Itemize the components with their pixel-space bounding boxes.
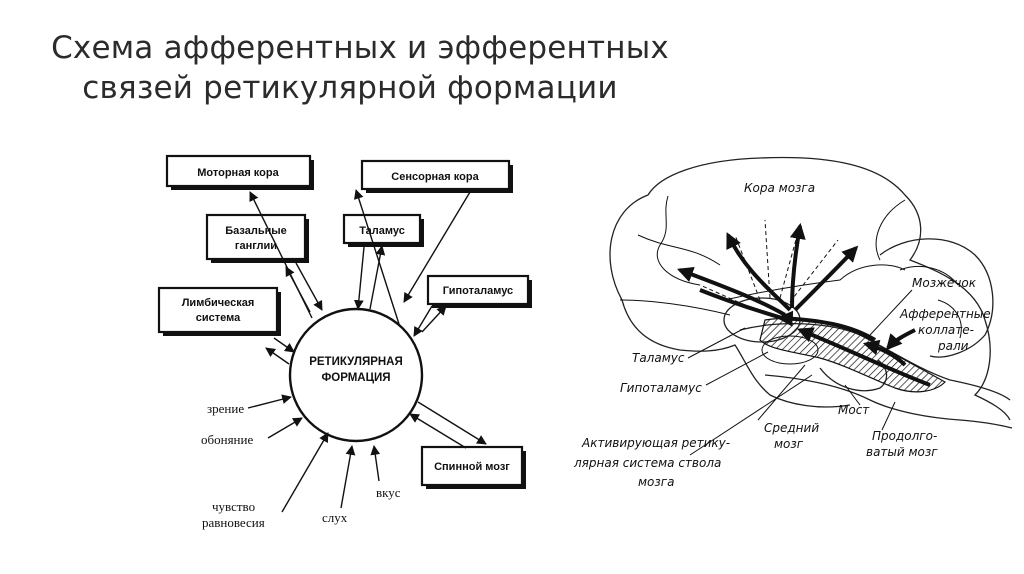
sense-vision-label: зрение bbox=[207, 401, 244, 416]
sulcus-2 bbox=[637, 234, 721, 266]
leader-lines bbox=[687, 289, 913, 456]
ascending-arrows bbox=[677, 222, 931, 387]
sense-smell-label: обоняние bbox=[201, 432, 253, 447]
reticular-formation-label-2: ФОРМАЦИЯ bbox=[321, 372, 390, 384]
pons-label: Мост bbox=[838, 403, 870, 417]
box-sensory-cortex: Сенсорная кора bbox=[360, 159, 513, 193]
cerebellum-label: Мозжечок bbox=[912, 276, 977, 290]
brain-diagram: Кора мозга Мозжечок Афферентные коллате-… bbox=[573, 156, 1013, 489]
page-title-line1: Схема афферентных и эфферентных bbox=[51, 30, 669, 66]
cerebrum-outline bbox=[609, 156, 1011, 421]
cortex-label: Кора мозга bbox=[744, 181, 815, 195]
midbrain-label-1: Средний bbox=[764, 421, 819, 435]
sensory-inputs: зрение обоняние чувство равновесия слух … bbox=[201, 394, 401, 530]
sense-balance-label-2: равновесия bbox=[202, 515, 265, 530]
cerebellum-outline bbox=[879, 238, 994, 358]
limbic-label-2: система bbox=[196, 312, 241, 324]
sense-taste-label: вкус bbox=[376, 485, 401, 500]
sulcus-3 bbox=[875, 199, 906, 261]
basal-ganglia-label-2: ганглии bbox=[235, 240, 277, 252]
reticular-formation-label-1: РЕТИКУЛЯРНАЯ bbox=[309, 356, 403, 368]
cerebellum-fold-1 bbox=[899, 266, 959, 286]
connection-arrows bbox=[249, 189, 487, 449]
limbic-label-1: Лимбическая bbox=[182, 297, 255, 309]
box-spinal-cord: Спинной мозг bbox=[420, 445, 526, 489]
page-title-line2: связей ретикулярной формации bbox=[82, 70, 618, 106]
reticular-connections-diagram: РЕТИКУЛЯРНАЯ ФОРМАЦИЯ Моторная кора База… bbox=[157, 154, 532, 530]
aras-label-2: лярная система ствола bbox=[573, 456, 721, 470]
sensory-cortex-label: Сенсорная кора bbox=[391, 171, 479, 183]
thalamus-box-label: Таламус bbox=[359, 225, 405, 237]
sulcus-5 bbox=[619, 299, 731, 316]
motor-cortex-label: Моторная кора bbox=[197, 167, 279, 179]
brainstem-lower bbox=[764, 374, 1013, 429]
sense-balance-label-1: чувство bbox=[212, 499, 255, 514]
box-hypothalamus: Гипоталамус bbox=[426, 274, 532, 308]
thalamus-label: Таламус bbox=[632, 351, 685, 365]
sulcus-1 bbox=[656, 195, 701, 286]
afferent-label-1: Афферентные bbox=[899, 307, 991, 321]
midbrain-label-2: мозг bbox=[774, 437, 804, 451]
box-thalamus: Таламус bbox=[342, 213, 424, 247]
cerebellum-fold-2 bbox=[937, 299, 962, 339]
hypothalamus-oval bbox=[761, 335, 819, 365]
box-basal-ganglia: Базальные ганглии bbox=[205, 213, 309, 263]
box-motor-cortex: Моторная кора bbox=[165, 154, 314, 190]
sense-hearing-label: слух bbox=[322, 510, 348, 525]
spinal-cord-box-label: Спинной мозг bbox=[434, 461, 510, 473]
afferent-label-3: рали bbox=[937, 339, 969, 353]
temporal-outline bbox=[621, 299, 851, 408]
hypothalamus-box-label: Гипоталамус bbox=[443, 285, 513, 297]
basal-ganglia-label-1: Базальные bbox=[225, 225, 287, 237]
aras-label-1: Активирующая ретику- bbox=[581, 436, 730, 450]
afferent-label-2: коллате- bbox=[918, 323, 974, 337]
medulla-label-2: ватый мозг bbox=[866, 445, 938, 459]
box-limbic-system: Лимбическая система bbox=[157, 286, 281, 336]
medulla-label-1: Продолго- bbox=[872, 429, 937, 443]
sulcus-4 bbox=[724, 264, 906, 301]
hypothalamus-label: Гипоталамус bbox=[620, 381, 702, 395]
aras-label-3: мозга bbox=[638, 475, 674, 489]
